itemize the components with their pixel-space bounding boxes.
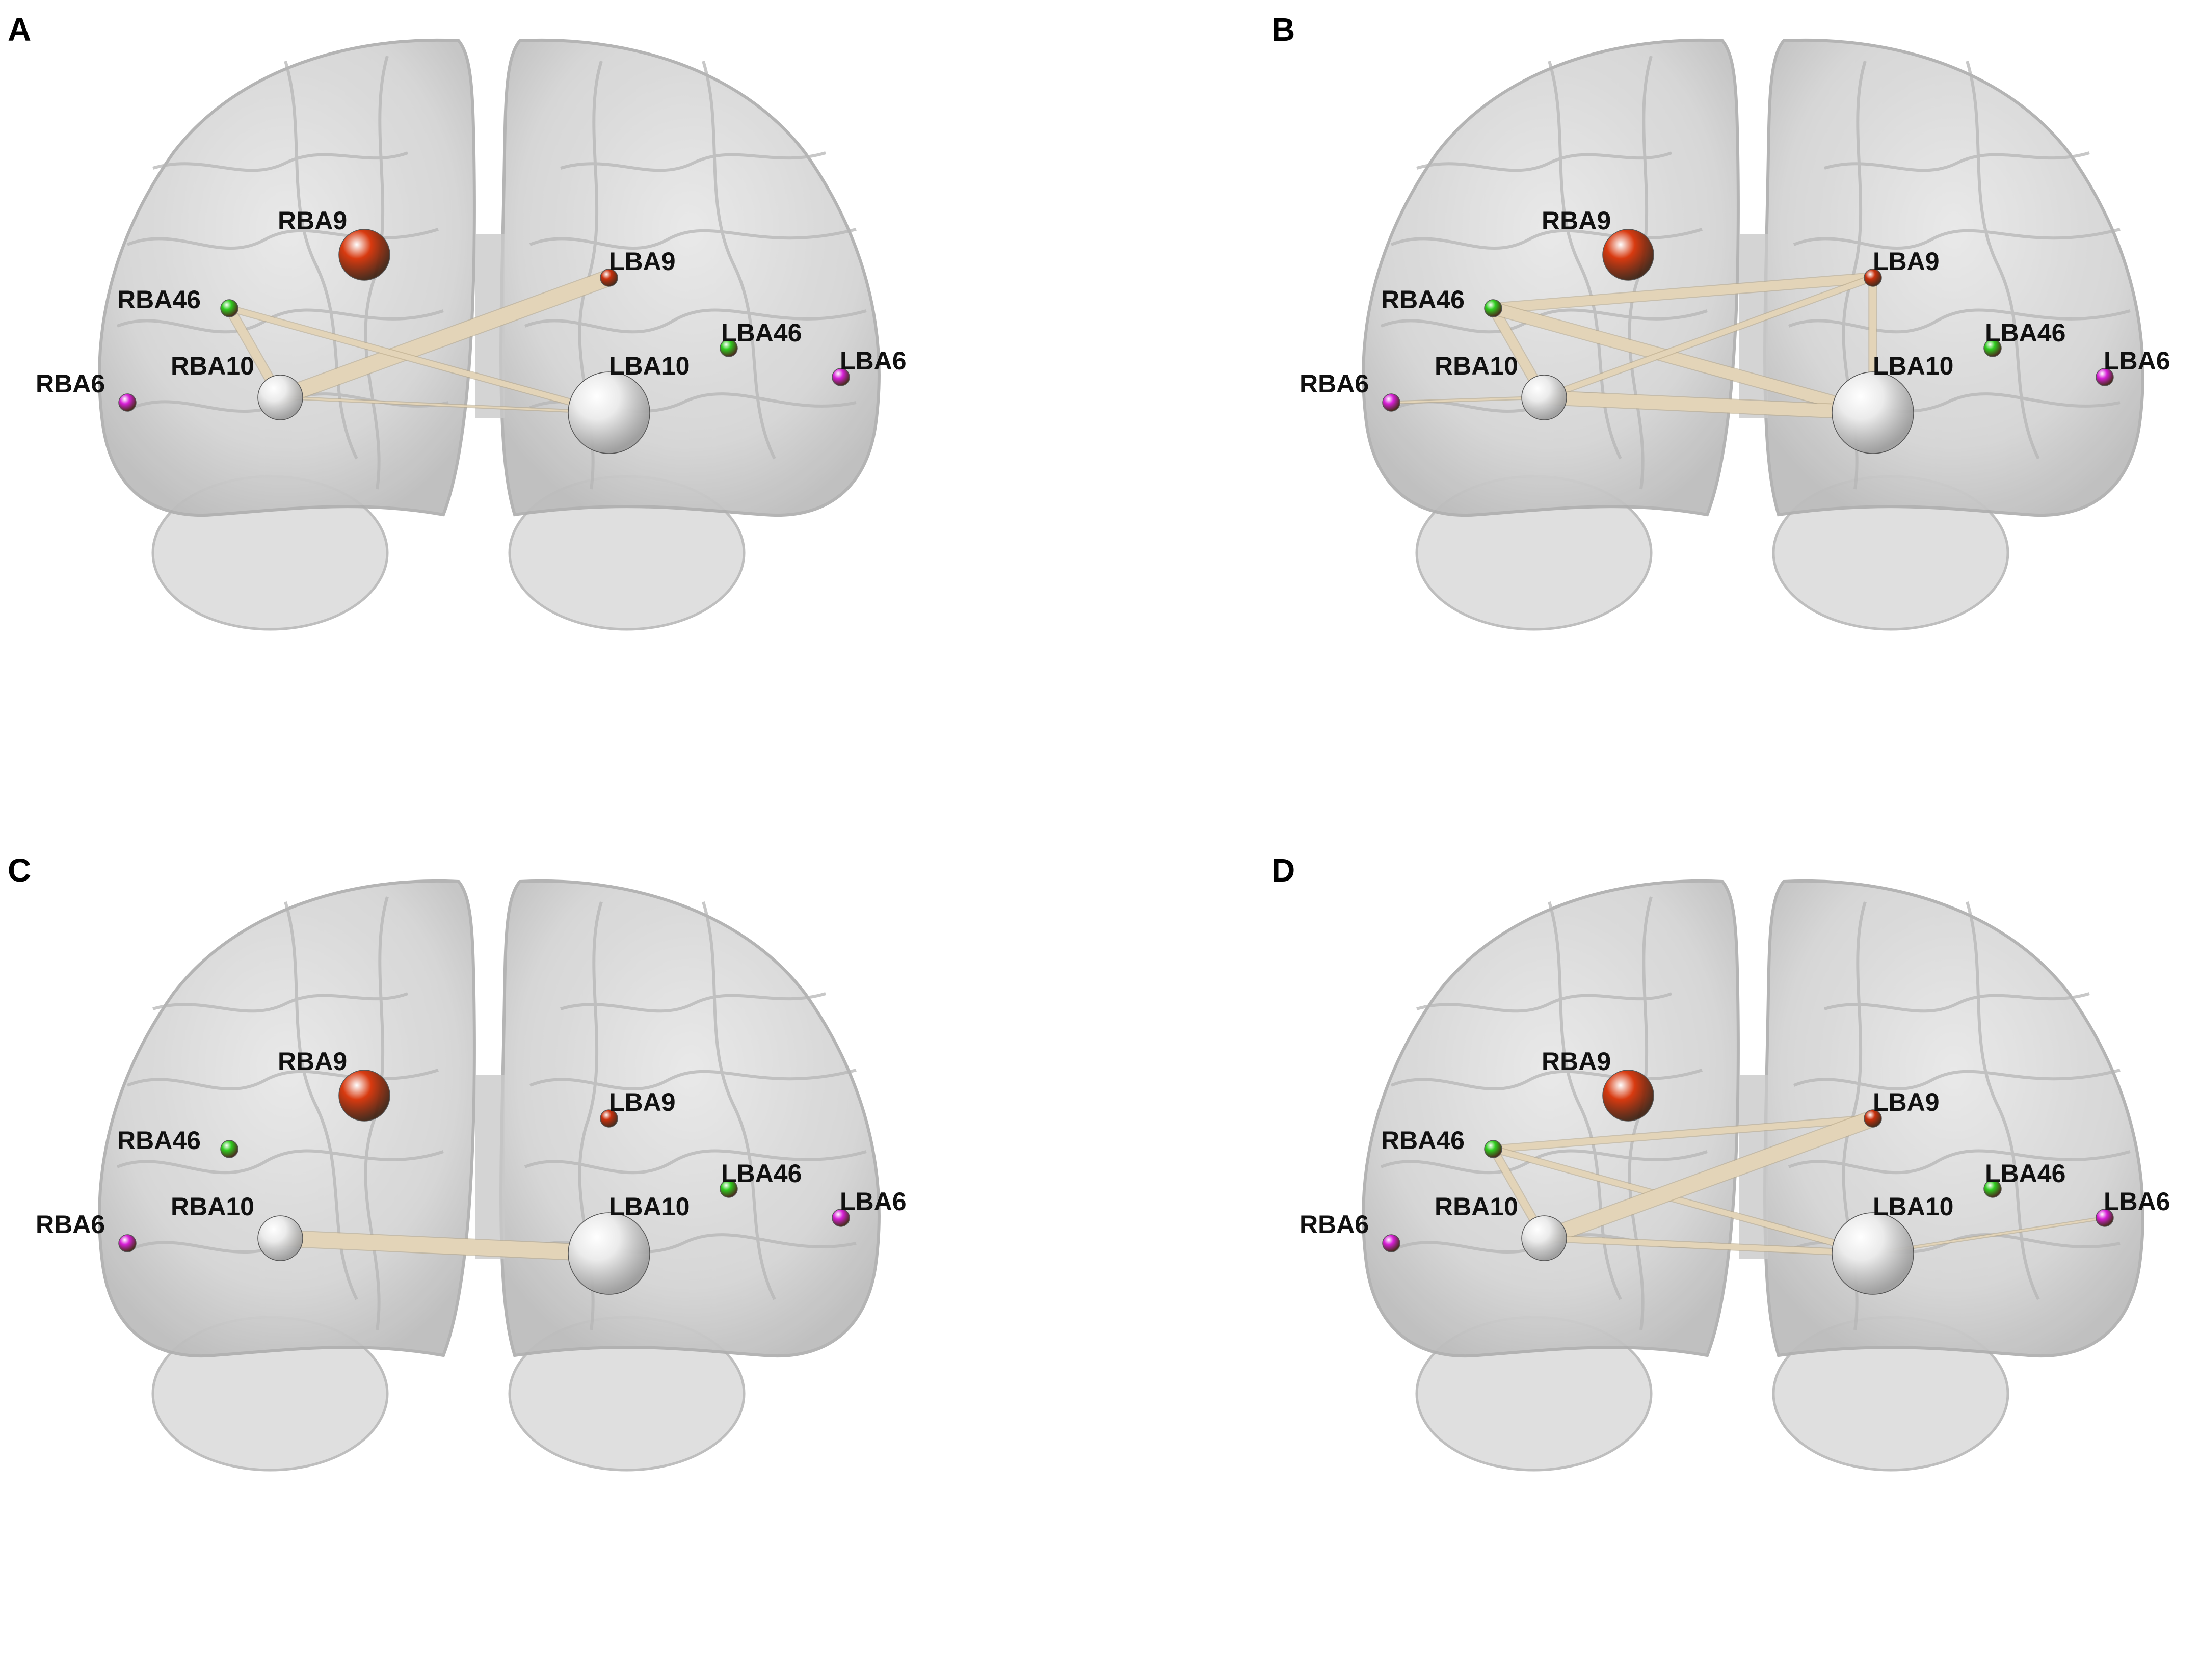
node-lba46 [720, 339, 738, 357]
label-rba6: RBA6 [1300, 369, 1369, 398]
label-lba9: LBA9 [1873, 247, 1940, 276]
label-lba10: LBA10 [609, 1192, 690, 1221]
edge-rba46-lba10 [1487, 302, 1879, 419]
edge-rba10-lba9 [273, 270, 617, 405]
edge-rba10-lba10 [1541, 1235, 1876, 1257]
label-rba46: RBA46 [1381, 1126, 1465, 1155]
node-lba6 [2096, 1209, 2114, 1227]
edge-rba10-lba9 [1541, 275, 1876, 401]
label-rba9: RBA9 [1542, 206, 1611, 235]
label-rba9: RBA9 [278, 1047, 347, 1076]
panel-letter: B [1271, 11, 1295, 48]
label-rba10: RBA10 [171, 1192, 254, 1221]
node-rba46 [1484, 1140, 1502, 1158]
node-lba9 [1864, 1109, 1882, 1128]
label-lba9: LBA9 [1873, 1088, 1940, 1116]
node-rba10 [1521, 375, 1567, 420]
node-lba10 [568, 371, 650, 454]
label-rba46: RBA46 [1381, 285, 1465, 314]
edge-rba10-lba10 [273, 1231, 617, 1261]
label-lba46: LBA46 [1985, 318, 2065, 347]
node-lba6 [832, 1209, 850, 1227]
node-lba10 [568, 1212, 650, 1295]
edge-rba46-lba10 [226, 305, 612, 416]
node-lba10 [1832, 371, 1914, 454]
edge-rba10-lba10 [1538, 391, 1879, 419]
label-lba9: LBA9 [609, 247, 676, 276]
label-rba10: RBA10 [1435, 352, 1518, 380]
node-lba9 [1864, 269, 1882, 287]
node-rba9 [338, 1070, 390, 1122]
label-lba6: LBA6 [840, 1187, 907, 1216]
node-rba46 [1484, 299, 1502, 317]
edge-rba10-lba9 [1536, 1111, 1880, 1246]
label-lba10: LBA10 [1873, 352, 1953, 380]
node-rba10 [1521, 1215, 1567, 1261]
node-rba46 [220, 299, 238, 317]
label-rba6: RBA6 [1300, 1210, 1369, 1239]
label-rba10: RBA10 [1435, 1192, 1518, 1221]
label-lba10: LBA10 [609, 352, 690, 380]
label-lba46: LBA46 [1985, 1159, 2065, 1188]
node-rba46 [220, 1140, 238, 1158]
panel-letter: C [8, 852, 31, 889]
node-lba46 [1983, 339, 2002, 357]
node-rba6 [118, 1234, 137, 1252]
panel-letter: D [1271, 852, 1295, 889]
label-rba9: RBA9 [1542, 1047, 1611, 1076]
edge-rba46-lba9 [1490, 1115, 1876, 1152]
node-rba6 [1382, 393, 1400, 412]
node-lba9 [600, 269, 618, 287]
node-lba46 [1983, 1180, 2002, 1198]
node-lba6 [832, 368, 850, 386]
label-rba6: RBA6 [36, 369, 105, 398]
node-rba6 [1382, 1234, 1400, 1252]
edge-rba46-lba9 [1489, 273, 1877, 313]
label-lba6: LBA6 [2104, 346, 2170, 375]
node-lba6 [2096, 368, 2114, 386]
label-lba46: LBA46 [721, 318, 802, 347]
node-rba9 [1602, 229, 1654, 281]
node-lba9 [600, 1109, 618, 1128]
label-lba10: LBA10 [1873, 1192, 1953, 1221]
label-rba46: RBA46 [117, 285, 201, 314]
label-lba6: LBA6 [840, 346, 907, 375]
node-rba6 [118, 393, 137, 412]
edge-rba10-lba10 [279, 396, 610, 414]
label-lba46: LBA46 [721, 1159, 802, 1188]
edge-rba6-rba10 [1390, 396, 1545, 404]
label-rba9: RBA9 [278, 206, 347, 235]
label-lba9: LBA9 [609, 1088, 676, 1116]
label-lba6: LBA6 [2104, 1187, 2170, 1216]
node-rba10 [257, 375, 303, 420]
node-rba9 [1602, 1070, 1654, 1122]
label-rba46: RBA46 [117, 1126, 201, 1155]
panel-letter: A [8, 11, 31, 48]
label-rba10: RBA10 [171, 352, 254, 380]
node-rba9 [338, 229, 390, 281]
node-lba46 [720, 1180, 738, 1198]
node-rba10 [257, 1215, 303, 1261]
label-rba6: RBA6 [36, 1210, 105, 1239]
node-lba10 [1832, 1212, 1914, 1295]
edge-rba46-lba10 [1490, 1146, 1876, 1257]
